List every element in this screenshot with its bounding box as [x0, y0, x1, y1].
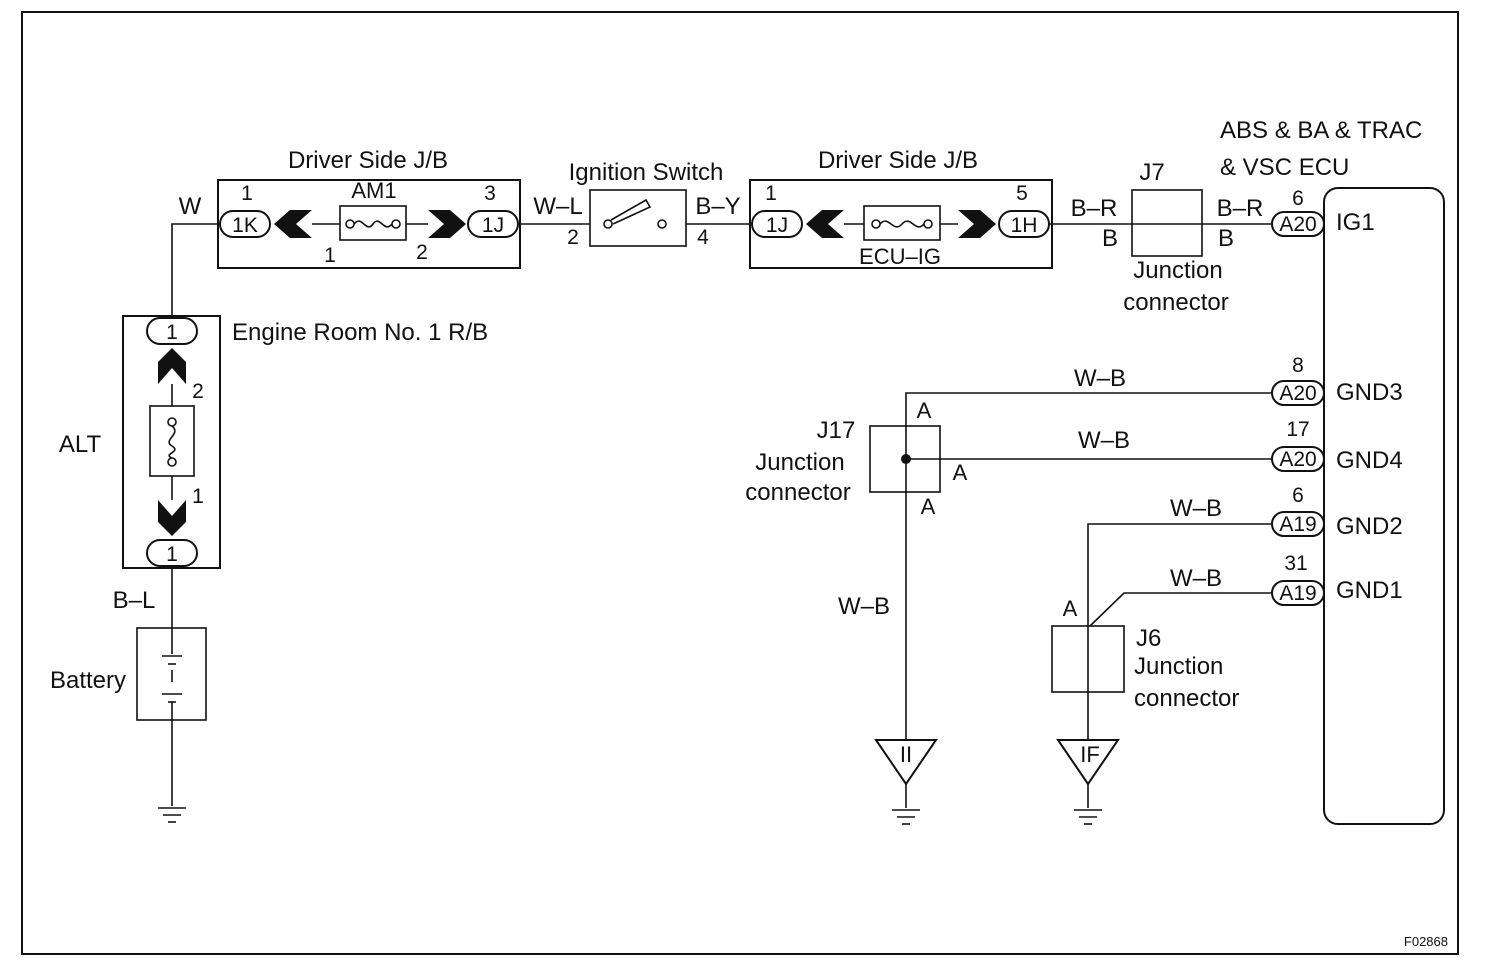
ecu-ig-fuse-icon [863, 205, 941, 241]
ground-if-label: IF [1080, 742, 1100, 767]
ecu-ig-fuse-label: ECU–IG [859, 244, 941, 269]
j17-name: J17 [817, 417, 856, 444]
pin-1h-number: 5 [1016, 182, 1028, 205]
ecu-pin-gnd4-number: 17 [1286, 418, 1309, 441]
j6-label-line2: connector [1134, 685, 1239, 712]
wire-wb-gnd1: W–B [1170, 565, 1222, 592]
connector-a20-ig1-label: A20 [1279, 213, 1316, 236]
ecu-title-line1: ABS & BA & TRAC [1220, 117, 1422, 144]
ignition-switch: Ignition Switch W–L 2 B–Y 4 [518, 159, 752, 249]
pin-1k-number: 1 [241, 182, 253, 205]
connector-a19-gnd1-label: A19 [1279, 582, 1316, 605]
chassis-ground-icon [158, 807, 186, 823]
engine-room-rb-title: Engine Room No. 1 R/B [232, 319, 488, 346]
arrow-down-icon [158, 500, 186, 536]
j7-wire-in-bottom: B [1102, 225, 1118, 252]
j6-junction: A J6 Junction connector [1051, 523, 1272, 740]
connector-a20-gnd3-label: A20 [1279, 382, 1316, 405]
rb-connector-bottom [146, 539, 198, 567]
fuse-pin-2: 2 [416, 241, 428, 264]
am1-fuse-icon [339, 205, 407, 241]
arrow-right-icon [958, 210, 996, 238]
ground-ii-icon [874, 739, 938, 825]
j6-pin: A [1063, 596, 1078, 621]
connector-a20-gnd4-label: A20 [1279, 448, 1316, 471]
wire-wl-label: W–L [533, 193, 582, 220]
ecu-pin-ig1-name: IG1 [1336, 209, 1375, 236]
ecu-pin-gnd2-number: 6 [1292, 484, 1304, 507]
abs-vsc-ecu: ABS & BA & TRAC & VSC ECU 6 A20 IG1 8 A2… [1220, 117, 1445, 825]
wire-by-label: B–Y [695, 193, 740, 220]
j17-label-line1: Junction [755, 449, 844, 476]
connector-a20-ig1 [1271, 211, 1325, 237]
j6-name: J6 [1136, 625, 1161, 652]
fuse-pin-1: 1 [324, 244, 336, 267]
j6-label-line1: Junction [1134, 653, 1223, 680]
figure-code: F02868 [1404, 934, 1448, 949]
ground-ii-label: II [900, 742, 912, 767]
wire-w-label: W [179, 193, 202, 220]
j17-splice-dot [901, 454, 911, 464]
j7-junction: J7 B–R B B–R B Junction connector [1049, 159, 1272, 316]
engine-room-rb: Engine Room No. 1 R/B 1 2 1 1 ALT [59, 315, 488, 569]
j7-label-line2: connector [1123, 289, 1228, 316]
battery-icon [136, 627, 207, 721]
ecu-pin-gnd3-name: GND3 [1336, 379, 1403, 406]
connector-1k-label: 1K [232, 214, 258, 237]
j17-junction: A A A J17 Junction connector [745, 392, 1272, 740]
switch-lever-icon [610, 198, 652, 225]
am1-fuse-label: AM1 [351, 178, 396, 203]
arrow-right-icon [428, 210, 466, 238]
j17-pin-right: A [953, 460, 968, 485]
ignition-switch-title: Ignition Switch [569, 159, 724, 186]
rb-connector-top [146, 317, 198, 345]
j7-name: J7 [1139, 159, 1164, 186]
pin-1j-right-number: 1 [765, 182, 777, 205]
rb-connector-top-label: 1 [166, 321, 178, 344]
wire-wb-j17-down: W–B [838, 593, 890, 620]
rb-connector-bottom-label: 1 [166, 543, 178, 566]
ecu-pin-gnd2-name: GND2 [1336, 513, 1403, 540]
ecu-pin-gnd1-number: 31 [1284, 552, 1307, 575]
j17-pin-top: A [917, 398, 932, 423]
ground-if-icon [1056, 739, 1120, 825]
arrow-up-icon [158, 348, 186, 384]
wire-wb-gnd2: W–B [1170, 495, 1222, 522]
battery-label: Battery [50, 667, 126, 694]
driver-jb-right: Driver Side J/B 1 1J ECU–IG 5 1H [749, 147, 1053, 269]
connector-a19-gnd2-label: A19 [1279, 513, 1316, 536]
j7-wire-out-bottom: B [1218, 225, 1234, 252]
rb-arrow-top-pin: 2 [192, 380, 204, 403]
j7-wire-in-top: B–R [1071, 195, 1118, 222]
connector-1j-right-label: 1J [766, 214, 788, 237]
diagram-frame [21, 11, 1459, 955]
ecu-pin-ig1-number: 6 [1292, 187, 1304, 210]
wire-wb-gnd4: W–B [1078, 427, 1130, 454]
driver-jb-left-title: Driver Side J/B [288, 147, 448, 174]
driver-jb-right-title: Driver Side J/B [818, 147, 978, 174]
driver-jb-left: Driver Side J/B AM1 1 1K 1 2 3 1J [217, 147, 521, 269]
j7-wire-out-top: B–R [1217, 195, 1264, 222]
connector-1j-left-label: 1J [482, 214, 504, 237]
j17-label-line2: connector [745, 479, 850, 506]
ecu-pin-gnd4-name: GND4 [1336, 447, 1403, 474]
j17-pin-bottom: A [921, 494, 936, 519]
wire-bl-label: B–L [113, 587, 156, 614]
rb-arrow-bottom-pin: 1 [192, 485, 204, 508]
pin-1j-number: 3 [484, 182, 496, 205]
ecu-pin-gnd1-name: GND1 [1336, 577, 1403, 604]
connector-1j-right [751, 210, 803, 238]
ignition-pin-2: 2 [567, 226, 579, 249]
connector-1h-label: 1H [1011, 214, 1038, 237]
ecu-pin-gnd3-number: 8 [1292, 354, 1304, 377]
ecu-title-line2: & VSC ECU [1220, 154, 1349, 181]
ignition-pin-4: 4 [697, 226, 709, 249]
arrow-left-icon [274, 210, 312, 238]
alt-label: ALT [59, 431, 102, 458]
j7-label-line1: Junction [1133, 257, 1222, 284]
wire-wb-gnd3: W–B [1074, 365, 1126, 392]
arrow-left-icon [806, 210, 844, 238]
